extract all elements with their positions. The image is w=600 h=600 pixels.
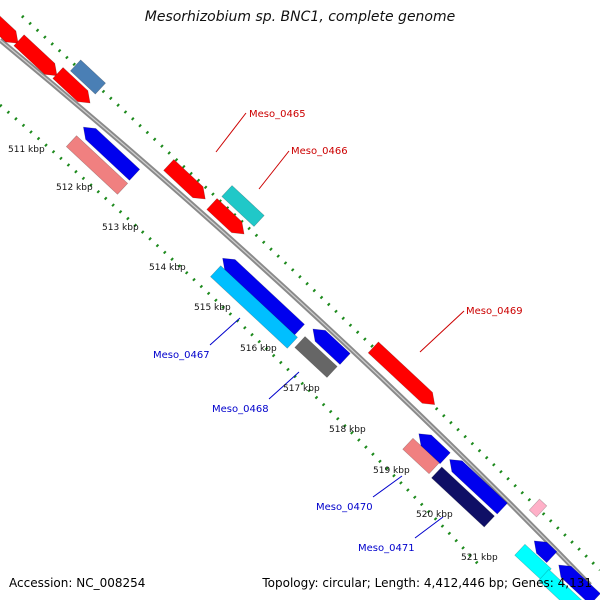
gene-feature[interactable] [221, 185, 265, 227]
gene-label[interactable]: Meso_0468 [212, 404, 269, 415]
gene-feature[interactable] [206, 198, 249, 240]
gene-feature[interactable] [538, 569, 586, 600]
gene-feature[interactable] [294, 336, 338, 378]
gene-feature[interactable] [529, 535, 558, 564]
outer-tick-ring [20, 14, 600, 572]
gene-label-leader [215, 112, 247, 153]
tick-label: 513 kbp [102, 223, 139, 233]
gene-feature[interactable] [70, 59, 106, 95]
gene-feature[interactable] [78, 122, 141, 181]
tick-label: 519 kbp [373, 466, 410, 476]
gene-label[interactable]: Meso_0471 [358, 543, 415, 554]
gene-label-leader [419, 310, 465, 353]
gene-feature[interactable] [65, 135, 129, 195]
gene-feature[interactable] [308, 324, 351, 365]
label-line-layer [209, 112, 465, 539]
gene-label[interactable]: Meso_0466 [291, 146, 348, 157]
gene-feature[interactable] [445, 454, 508, 515]
gene-feature[interactable] [163, 159, 211, 204]
gene-feature[interactable] [414, 428, 451, 465]
tick-dots-layer [0, 14, 600, 572]
tick-label: 517 kbp [283, 384, 320, 394]
tick-label: 520 kbp [416, 510, 453, 520]
gene-feature[interactable] [210, 265, 298, 349]
gene-feature[interactable] [402, 437, 440, 475]
gene-feature[interactable] [367, 341, 440, 410]
feature-layer [0, 12, 600, 600]
tick-label: 521 kbp [461, 553, 498, 563]
gene-label[interactable]: Meso_0469 [466, 306, 523, 317]
tick-label: 516 kbp [240, 344, 277, 354]
gene-label-leader [258, 150, 290, 190]
tick-label: 518 kbp [329, 425, 366, 435]
gene-label-leader [268, 371, 300, 400]
gene-feature[interactable] [217, 253, 305, 336]
accession-text: Accession: NC_008254 [9, 576, 146, 590]
genome-summary-text: Topology: circular; Length: 4,412,446 bp… [262, 576, 592, 590]
gene-label[interactable]: Meso_0465 [249, 109, 306, 120]
backbone-layer [0, 38, 592, 587]
inner-tick-ring [0, 103, 482, 568]
tick-label: 514 kbp [149, 263, 186, 273]
genome-backbone-highlight [0, 39, 591, 586]
gene-label[interactable]: Meso_0470 [316, 502, 373, 513]
gene-feature[interactable] [431, 466, 495, 528]
tick-label: 512 kbp [56, 183, 93, 193]
gene-label-leader [414, 516, 444, 539]
text-layer: 511 kbp 512 kbp 513 kbp 514 kbp 515 kbp 516 k… [8, 109, 523, 563]
map-title: Mesorhizobium sp. BNC1, complete genome [144, 9, 456, 25]
gene-feature[interactable] [0, 12, 23, 49]
gene-label-leader [372, 475, 403, 498]
tick-label: 511 kbp [8, 145, 45, 155]
gene-feature[interactable] [528, 498, 548, 518]
gene-feature[interactable] [554, 559, 600, 600]
gene-label-leader [209, 317, 241, 346]
tick-label: 515 kbp [194, 303, 231, 313]
gene-label[interactable]: Meso_0467 [153, 350, 210, 361]
gene-feature[interactable] [52, 67, 95, 109]
gene-feature[interactable] [13, 34, 62, 81]
